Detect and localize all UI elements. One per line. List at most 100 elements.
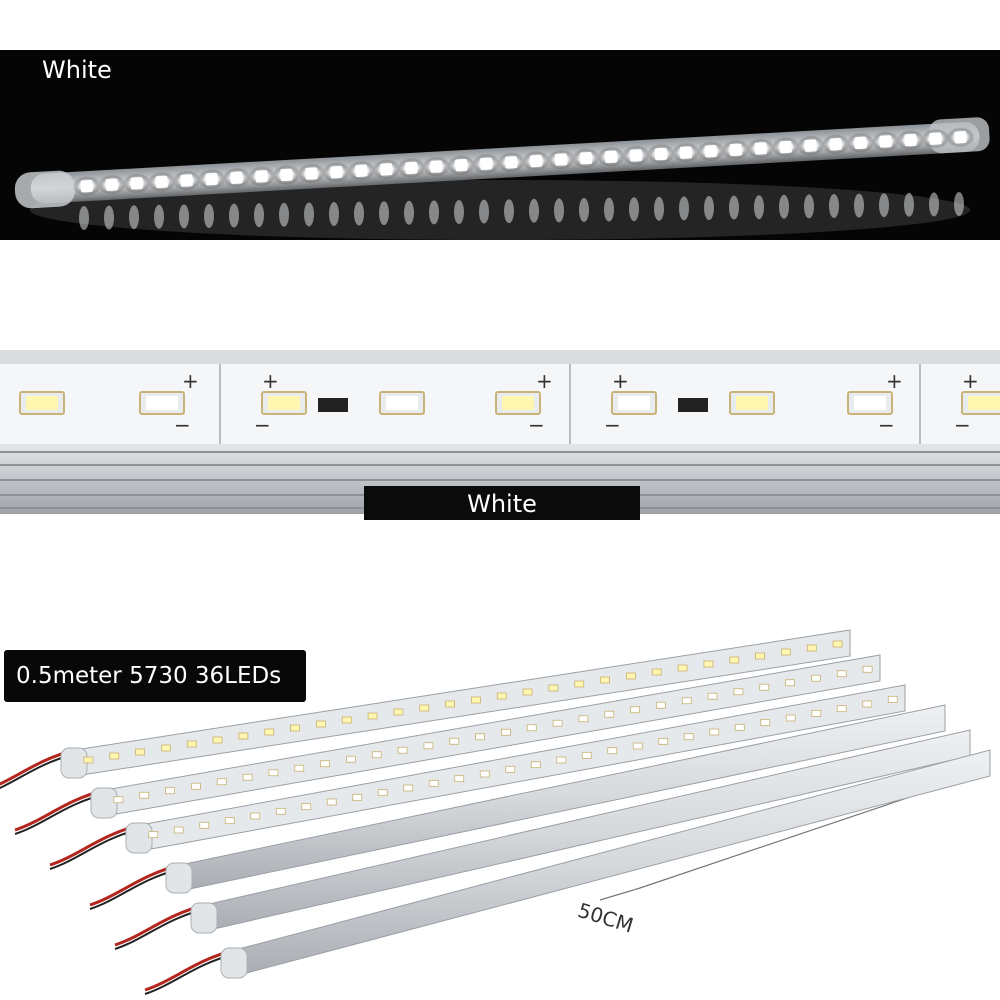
bar-led — [419, 704, 430, 712]
bar-led — [862, 700, 873, 708]
resistor — [678, 398, 708, 412]
bar-led — [216, 778, 227, 786]
bar-led — [548, 684, 559, 692]
reflection-dot — [304, 202, 314, 227]
bar-led — [581, 751, 592, 759]
reflection-dot — [179, 204, 189, 229]
lit-led-chip — [205, 172, 218, 186]
lit-led-row — [72, 127, 975, 197]
lit-led-chip — [829, 138, 842, 151]
minus-mark: − — [254, 413, 271, 437]
bar-led — [148, 831, 159, 839]
bar-led — [552, 719, 563, 727]
reflection-dot — [429, 200, 439, 225]
bar-led — [301, 803, 312, 811]
bar-led — [681, 697, 692, 705]
bar-led — [811, 709, 822, 717]
minus-mark: − — [954, 413, 971, 437]
reflection-dot — [879, 193, 889, 218]
reflection-dot — [904, 192, 914, 217]
bar-led — [264, 728, 275, 736]
bar-led — [759, 683, 770, 691]
end-cap — [90, 787, 118, 819]
clear-led-bar — [0, 629, 851, 790]
bar-led — [785, 679, 795, 687]
lit-led-chip — [554, 153, 568, 166]
end-cap — [220, 947, 248, 979]
bar-led — [294, 764, 305, 772]
bar-led — [479, 770, 490, 778]
bar-led — [316, 720, 326, 728]
led-bar — [14, 117, 990, 209]
color-badge: White — [364, 486, 640, 520]
bar-led — [109, 752, 120, 760]
product-group-photo: 0.5meter 5730 36LEDs 50CM — [0, 610, 1000, 1000]
reflection-dot — [204, 204, 214, 228]
reflection-dot — [104, 205, 114, 230]
bar-led — [604, 710, 615, 718]
bar-led — [607, 747, 618, 755]
reflection-dot — [829, 194, 839, 218]
reflection-dot — [479, 199, 489, 224]
reflection-dot — [579, 198, 589, 222]
bar-led — [760, 719, 771, 727]
reflection-glow — [30, 180, 970, 240]
bar-led — [677, 664, 688, 672]
lit-led-chip — [380, 163, 393, 176]
lit-led-chip — [854, 136, 867, 150]
minus-mark: − — [528, 413, 545, 437]
reflection-dot — [154, 204, 164, 229]
bar-led — [556, 756, 567, 764]
lit-led-chip — [280, 168, 293, 182]
bar-led — [600, 676, 610, 684]
lit-led-chip — [904, 133, 917, 147]
lit-led-chip — [230, 171, 243, 184]
bar-led — [496, 692, 507, 700]
lit-led-chip — [729, 143, 743, 157]
reflection-dot — [729, 195, 739, 220]
bar-led — [530, 761, 541, 769]
smd-led-window — [502, 396, 534, 410]
lit-led-chip — [455, 158, 468, 172]
bar-led — [709, 728, 720, 736]
smd-led-window — [736, 396, 768, 410]
clear-led-bar — [49, 684, 906, 870]
bar-led — [703, 660, 714, 668]
bar-led — [346, 755, 356, 763]
reflection-dot — [554, 198, 564, 223]
bar-led — [574, 680, 585, 688]
clear-led-bar — [14, 654, 881, 835]
spec-badge: 0.5meter 5730 36LEDs — [4, 650, 306, 702]
smd-led-window — [26, 396, 58, 410]
plus-mark: + — [962, 369, 979, 393]
bar-led — [471, 696, 481, 704]
bar-led — [186, 740, 197, 748]
reflection-dot — [929, 192, 939, 217]
bar-led — [250, 812, 261, 820]
bar-led — [755, 652, 765, 660]
reflection-dot — [529, 198, 539, 223]
lit-led-chip — [80, 179, 94, 193]
reflection-dot — [679, 196, 689, 221]
bar-led — [371, 751, 382, 759]
bar-led — [242, 773, 253, 781]
bar-led — [320, 760, 330, 768]
smd-led-window — [386, 396, 418, 410]
bar-led — [475, 733, 485, 741]
smd-led-window — [268, 396, 300, 410]
reflection-dot — [279, 202, 289, 227]
bar-led — [290, 724, 300, 732]
minus-mark: − — [878, 413, 895, 437]
lit-led-chip — [954, 131, 967, 144]
bar-led — [165, 787, 175, 795]
bar-led — [707, 692, 718, 700]
end-cap — [60, 747, 88, 779]
bar-led — [83, 756, 94, 764]
smd-led-window — [968, 396, 1000, 410]
lit-led-chip — [105, 178, 118, 191]
end-cap — [165, 862, 193, 894]
lit-led-chip — [355, 164, 368, 177]
lit-led-chip — [479, 157, 493, 170]
lit-led-chip — [305, 167, 318, 180]
pcb-closeup-illustration: ++++++−−−−−− — [0, 350, 1000, 514]
